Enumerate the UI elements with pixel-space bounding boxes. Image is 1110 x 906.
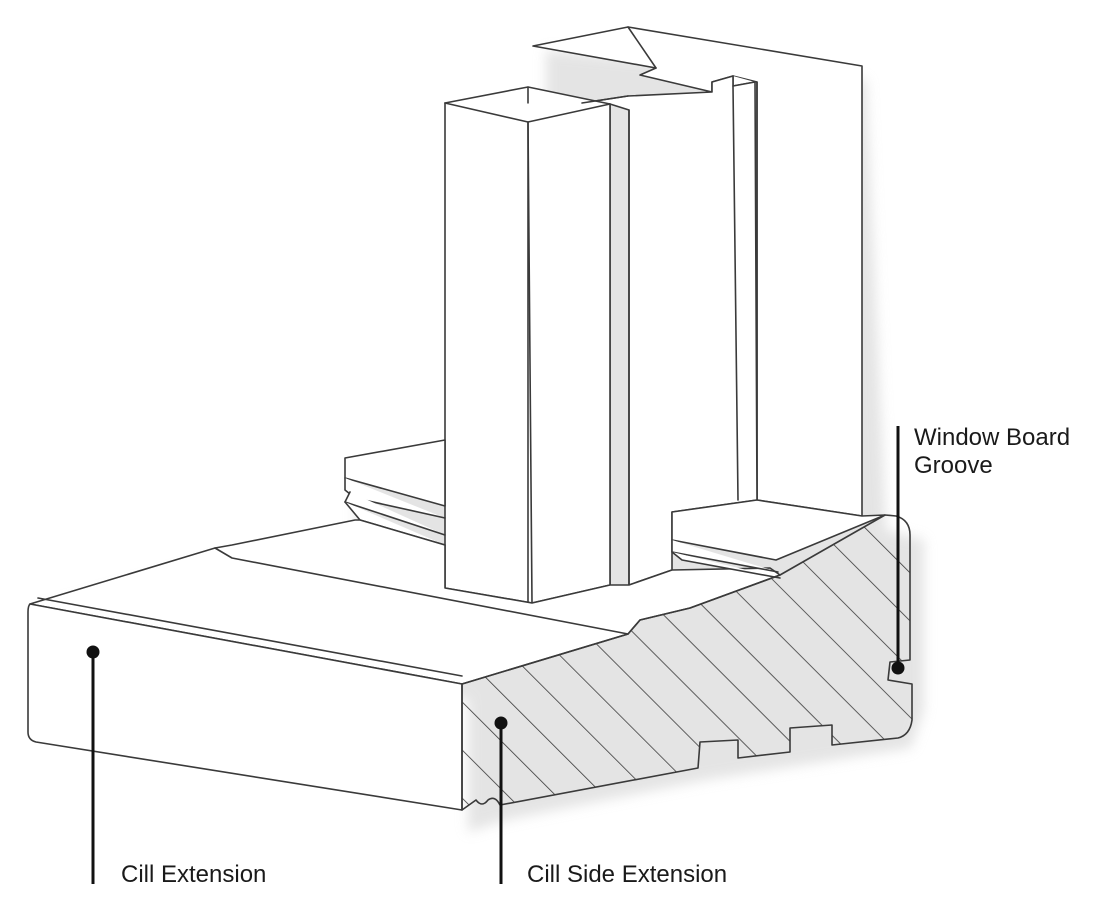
leader-window-board-groove [891,426,905,675]
label-window-board-groove: Window Board Groove [914,424,1070,480]
leader-cill-extension [86,645,100,884]
label-cill-side-extension: Cill Side Extension [527,861,728,888]
label-cill-extension: Cill Extension [121,861,267,888]
cill-side-extension-section [461,514,913,811]
label-window-board-groove-line1: Window Board [914,424,1071,451]
front-sash-member [444,86,629,604]
cill-extension-front-face [27,603,463,811]
left-rebate-block [344,439,446,546]
leader-cill-side-extension [494,716,508,884]
label-window-board-groove-line2: Groove [914,452,993,479]
right-rebate-block [671,499,886,579]
